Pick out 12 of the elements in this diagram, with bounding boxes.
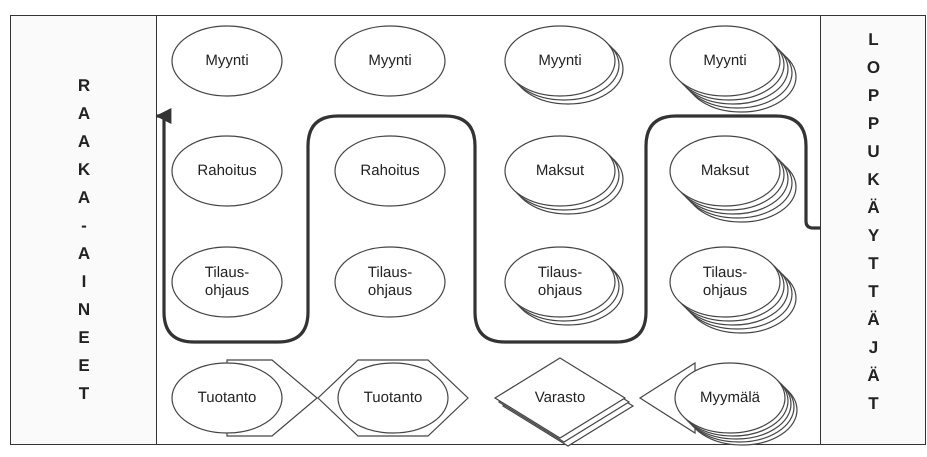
hexagon-node: Tuotanto bbox=[318, 358, 468, 438]
oval-node: Myynti bbox=[172, 26, 282, 96]
stacked-oval-node: Myynti bbox=[505, 26, 623, 104]
oval-node: Rahoitus bbox=[172, 136, 282, 206]
stacked-oval-node: Maksut bbox=[505, 136, 623, 214]
oval-node: Myynti bbox=[335, 26, 445, 96]
oval-node: Tilaus- ohjaus bbox=[335, 247, 445, 317]
stacked-oval-node: Tilaus- ohjaus bbox=[505, 247, 623, 325]
oval-node: Tilaus- ohjaus bbox=[172, 247, 282, 317]
label-panel: RAAKA-AINEET bbox=[10, 15, 157, 445]
oval-node: Rahoitus bbox=[335, 136, 445, 206]
label-panel: LOPPUKÄYTTÄJÄT bbox=[820, 15, 926, 445]
